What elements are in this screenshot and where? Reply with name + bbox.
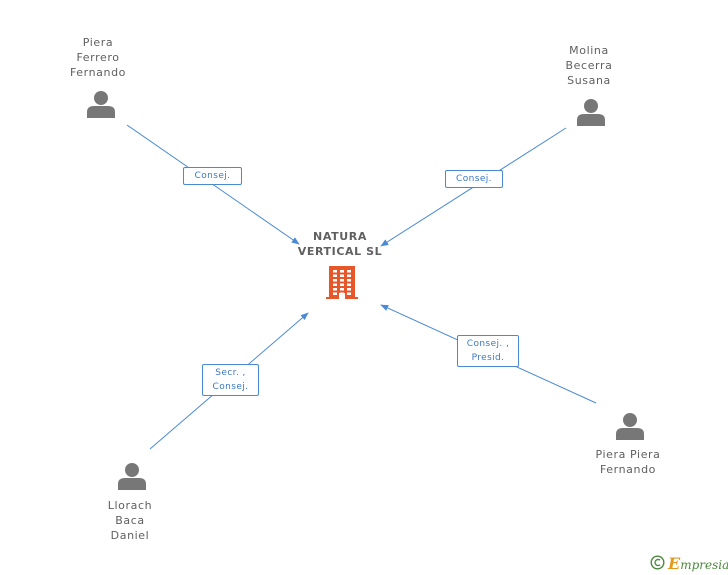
person-name-line: Piera <box>82 36 114 49</box>
person-icon[interactable] <box>577 99 605 126</box>
person-icon[interactable] <box>616 413 644 440</box>
person-name-line: Ferrero <box>76 51 120 64</box>
person-label-piera[interactable]: Piera Piera Fernando <box>580 447 676 477</box>
company-name-line-2: VERTICAL SL <box>297 245 383 258</box>
person-name-line: Molina <box>569 44 609 57</box>
brand-logo[interactable]: Empresia <box>668 554 728 573</box>
relation-role: Consej. <box>194 171 231 181</box>
person-name-line: Baca <box>115 514 145 527</box>
relation-label-molina[interactable]: Consej. <box>445 170 503 188</box>
person-name-line: Daniel <box>110 529 150 542</box>
company-name-line-1: NATURA <box>313 230 367 243</box>
person-label-molina[interactable]: Molina Becerra Susana <box>549 43 629 88</box>
relation-label-llorach[interactable]: Secr. , Consej. <box>202 364 259 396</box>
brand-name: mpresia <box>680 558 728 572</box>
relation-role: Consej. , <box>466 339 510 349</box>
person-name-line: Fernando <box>599 463 657 476</box>
brand-initial: E <box>668 554 681 573</box>
person-name-line: Susana <box>567 74 611 87</box>
person-icon[interactable] <box>118 463 146 490</box>
person-name-line: Becerra <box>565 59 613 72</box>
person-name-line: Piera Piera <box>595 448 661 461</box>
relation-role: Consej. <box>456 174 492 184</box>
person-label-ferrero[interactable]: Piera Ferrero Fernando <box>58 35 138 80</box>
copyright-icon <box>650 555 665 570</box>
relation-role: Secr. , <box>215 368 246 378</box>
building-icon[interactable] <box>326 266 358 299</box>
relation-role: Consej. <box>212 382 249 392</box>
person-label-llorach[interactable]: Llorach Baca Daniel <box>90 498 170 543</box>
person-name-line: Llorach <box>107 499 153 512</box>
person-name-line: Fernando <box>69 66 127 79</box>
company-name[interactable]: NATURA VERTICAL SL <box>288 229 392 259</box>
relation-label-piera[interactable]: Consej. , Presid. <box>457 335 519 367</box>
person-icon[interactable] <box>87 91 115 118</box>
relation-role: Presid. <box>471 353 505 363</box>
relation-label-ferrero[interactable]: Consej. <box>183 167 242 185</box>
